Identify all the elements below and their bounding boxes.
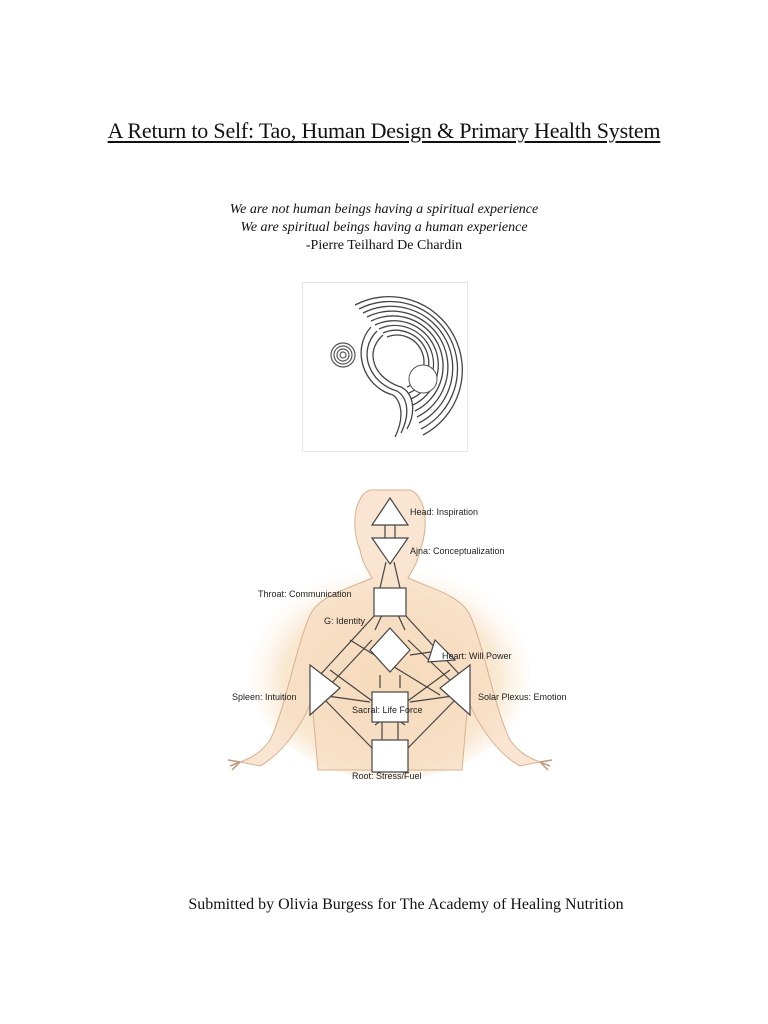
center-g: [369, 627, 411, 673]
label-sacral: Sacral: Life Force: [352, 705, 423, 715]
center-spleen: [309, 663, 341, 717]
center-head: [370, 496, 410, 526]
document-title: A Return to Self: Tao, Human Design & Pr…: [107, 118, 661, 143]
label-solar-plexus: Solar Plexus: Emotion: [478, 692, 567, 702]
label-heart: Heart: Will Power: [442, 651, 512, 661]
yin-yang-icon: [330, 295, 463, 438]
label-g: G: Identity: [324, 616, 366, 626]
label-throat: Throat: Communication: [258, 589, 352, 599]
right-hand: [539, 759, 553, 771]
bodygraph-image: Head: Inspiration Ajna: Conceptualizatio…: [200, 470, 580, 800]
quote-line-2: We are spiritual beings having a human e…: [240, 220, 528, 235]
center-solar-plexus: [439, 663, 471, 717]
label-head: Head: Inspiration: [410, 507, 478, 517]
quote-attribution: -Pierre Teilhard De Chardin: [305, 238, 463, 253]
label-root: Root: Stress/Fuel: [352, 771, 422, 781]
label-ajna: Ajna: Conceptualization: [410, 546, 505, 556]
label-spleen: Spleen: Intuition: [232, 692, 297, 702]
channels: [319, 525, 461, 749]
center-throat: [373, 587, 407, 617]
quote-line-1: We are not human beings having a spiritu…: [229, 202, 539, 217]
center-sacral: [371, 691, 409, 723]
yin-yang-image: [302, 282, 468, 452]
submission-footer: Submitted by Olivia Burgess for The Acad…: [188, 896, 624, 913]
center-heart: [427, 638, 457, 663]
center-root: [371, 739, 409, 773]
bodygraph-diagram: Head: Inspiration Ajna: Conceptualizatio…: [227, 489, 567, 781]
left-hand: [227, 759, 241, 771]
center-ajna: [370, 537, 410, 566]
